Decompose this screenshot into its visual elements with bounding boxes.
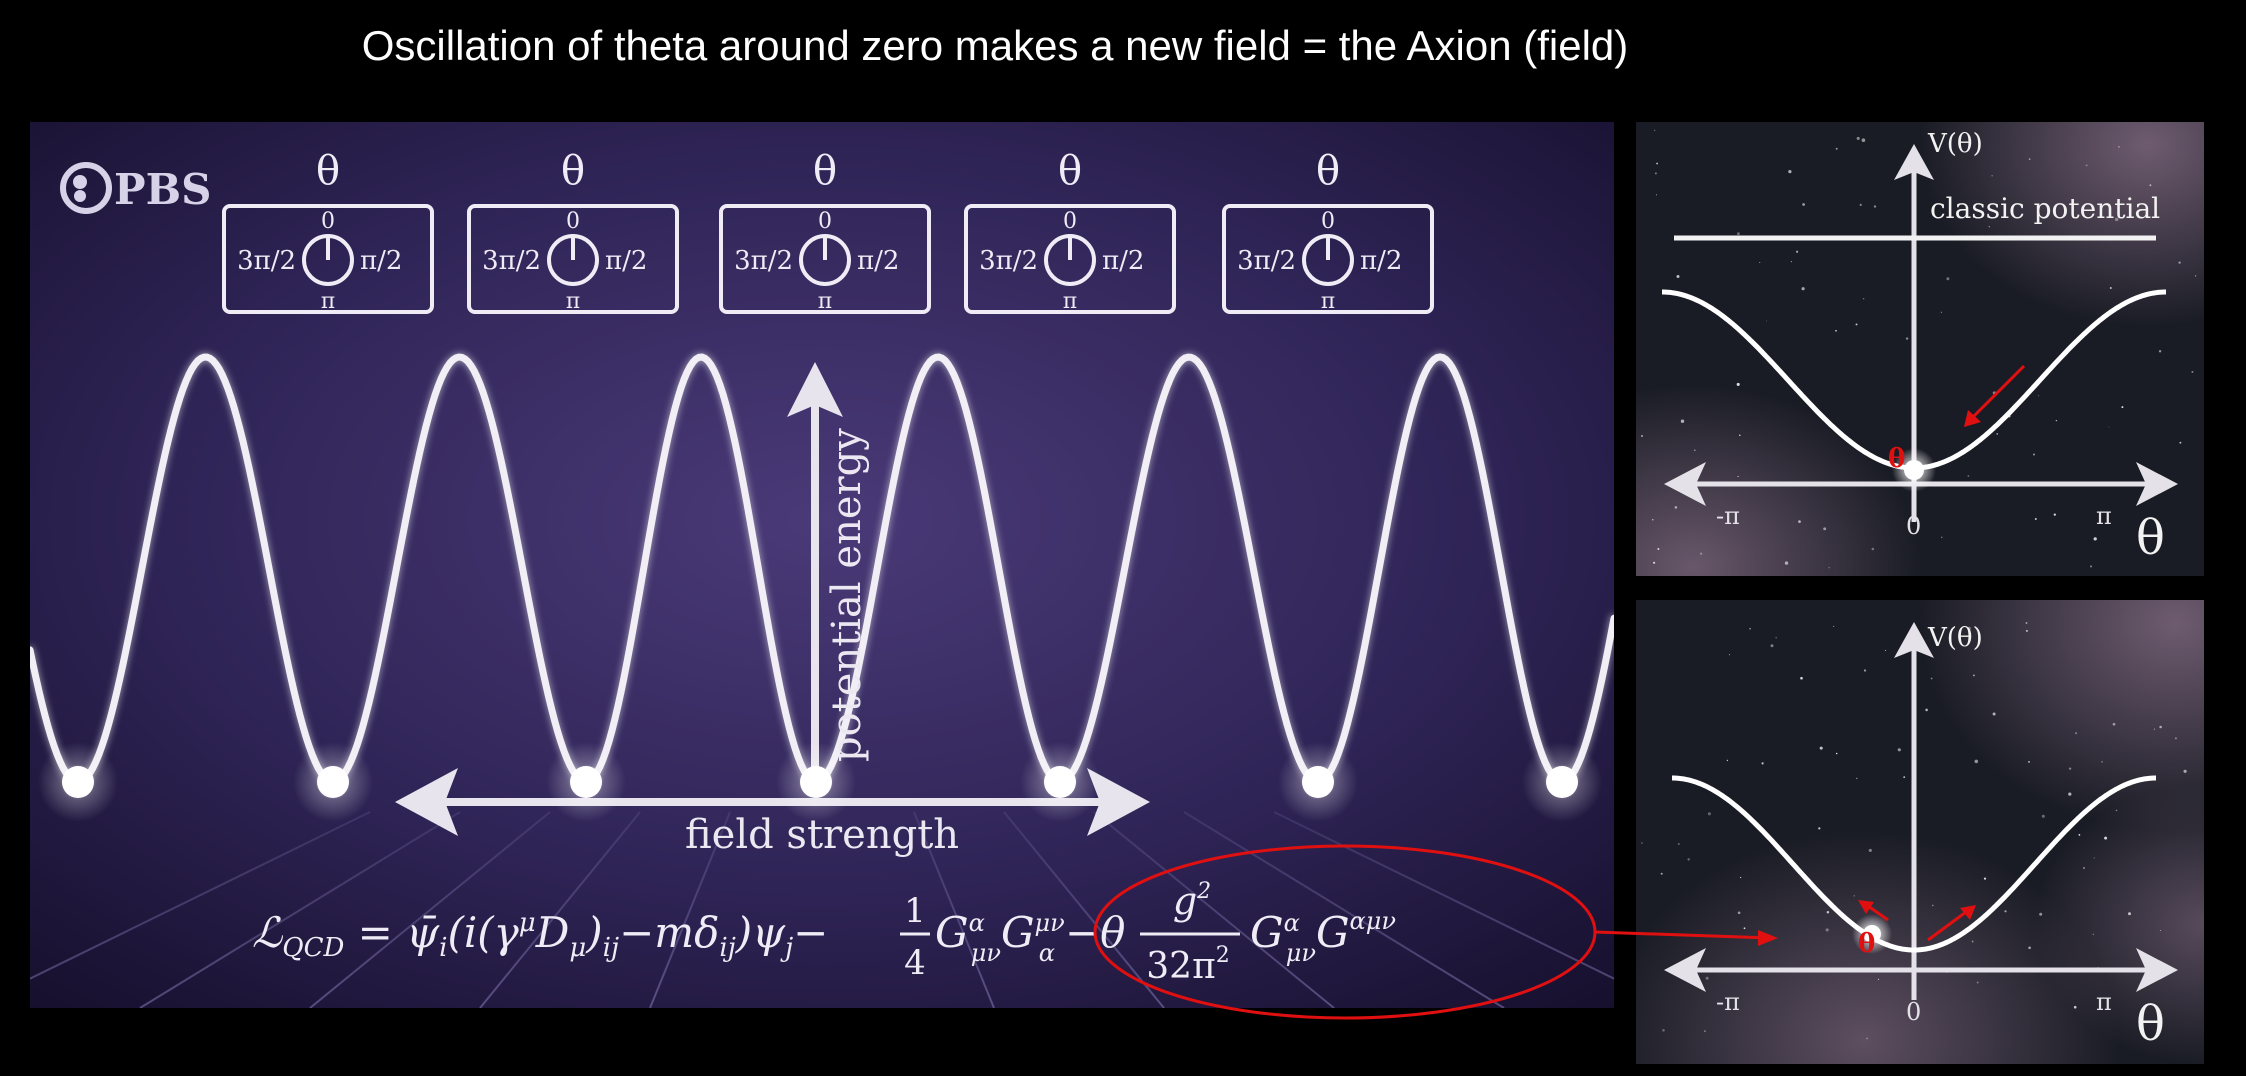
dial-label-right: π/2 bbox=[605, 246, 647, 276]
right-arrow-icon bbox=[2136, 948, 2178, 992]
svg-text:4: 4 bbox=[904, 943, 926, 983]
classic-potential-panel: V(θ) classic potential θ -π 0 π θ bbox=[1636, 122, 2204, 576]
field-balls bbox=[38, 742, 1602, 822]
tick-minus-pi: -π bbox=[1716, 988, 1740, 1016]
left-arrow-icon bbox=[395, 768, 458, 836]
shifted-potential-panel: V(θ) θ -π 0 π θ bbox=[1636, 600, 2204, 1064]
field-strength-axis bbox=[395, 768, 1150, 836]
red-arrow-right bbox=[1927, 910, 1967, 942]
field-ball bbox=[62, 766, 94, 798]
dial-icon bbox=[1302, 234, 1354, 286]
field-ball bbox=[1302, 766, 1334, 798]
potential-curve bbox=[1672, 775, 2156, 953]
red-arrow-left bbox=[1867, 904, 1889, 922]
dial-box bbox=[964, 204, 1176, 314]
field-ball bbox=[317, 766, 349, 798]
dial-label-right: π/2 bbox=[1102, 246, 1144, 276]
theta-dials: θ 0 3π/2 π/2 π θ 0 3π/2 π/2 π θ 0 3π/2 π/2 π θ 0 3π/2 π/2 π… bbox=[222, 148, 1434, 314]
dial-label-bottom: π bbox=[1321, 289, 1335, 314]
up-arrow-icon bbox=[1894, 144, 1934, 180]
dial-box bbox=[222, 204, 434, 314]
theta-axis-symbol: θ bbox=[2136, 510, 2165, 566]
field-ball bbox=[800, 766, 832, 798]
tick-zero: 0 bbox=[1906, 512, 1921, 540]
potential-energy-label: potential energy bbox=[824, 428, 870, 762]
field-ball bbox=[1546, 766, 1578, 798]
field-ball bbox=[570, 766, 602, 798]
theta-marker: θ bbox=[1858, 929, 1875, 959]
right-arrow-icon bbox=[2136, 462, 2178, 506]
dial-icon bbox=[302, 234, 354, 286]
dial-label-right: π/2 bbox=[360, 246, 402, 276]
dial-label-top: 0 bbox=[818, 209, 832, 234]
tick-minus-pi: -π bbox=[1716, 502, 1740, 530]
right-arrow-icon bbox=[1087, 768, 1150, 836]
theta-dial-3: θ 0 3π/2 π/2 π bbox=[719, 148, 931, 314]
dial-label-left: 3π/2 bbox=[237, 246, 296, 276]
dial-label-top: 0 bbox=[566, 209, 580, 234]
dial-icon bbox=[799, 234, 851, 286]
dial-label-top: 0 bbox=[321, 209, 335, 234]
theta-dial-1: θ 0 3π/2 π/2 π bbox=[222, 148, 434, 314]
theta-dial-4: θ 0 3π/2 π/2 π bbox=[964, 148, 1176, 314]
dial-label-bottom: π bbox=[566, 289, 580, 314]
left-arrow-icon bbox=[1664, 948, 1706, 992]
theta-dial-5: θ 0 3π/2 π/2 π bbox=[1222, 148, 1434, 314]
left-arrow-icon bbox=[1664, 462, 1706, 506]
fraction-one-quarter: 1 4 bbox=[900, 891, 930, 983]
dial-theta-symbol: θ bbox=[1316, 148, 1340, 194]
tick-pi: π bbox=[2096, 988, 2112, 1016]
v-theta-label: V(θ) bbox=[1927, 129, 1983, 159]
dial-label-left: 3π/2 bbox=[979, 246, 1038, 276]
dial-label-top: 0 bbox=[1321, 209, 1335, 234]
tick-pi: π bbox=[2096, 502, 2112, 530]
up-arrow-icon bbox=[1894, 622, 1934, 658]
classic-potential-label: classic potential bbox=[1930, 192, 2160, 225]
potential-energy-axis bbox=[787, 362, 843, 782]
svg-text:1: 1 bbox=[904, 891, 926, 931]
dial-label-right: π/2 bbox=[1360, 246, 1402, 276]
dial-label-right: π/2 bbox=[857, 246, 899, 276]
dial-theta-symbol: θ bbox=[813, 148, 837, 194]
qcd-lagrangian: ℒQCD = ψ̄i(i(γμDμ)ij−mδij)ψj− bbox=[252, 908, 828, 963]
star-field bbox=[1641, 129, 2197, 569]
up-arrow-icon bbox=[787, 362, 843, 417]
dial-label-bottom: π bbox=[1063, 289, 1077, 314]
dial-theta-symbol: θ bbox=[316, 148, 340, 194]
dial-theta-symbol: θ bbox=[1058, 148, 1082, 194]
pbs-logo: PBS bbox=[60, 162, 211, 214]
dial-box bbox=[719, 204, 931, 314]
dial-label-top: 0 bbox=[1063, 209, 1077, 234]
theta-axis-symbol: θ bbox=[2136, 996, 2165, 1052]
red-arrow bbox=[1970, 364, 2026, 420]
dial-label-bottom: π bbox=[818, 289, 832, 314]
dial-label-left: 3π/2 bbox=[734, 246, 793, 276]
theta-marker: θ bbox=[1888, 444, 1905, 474]
v-theta-label: V(θ) bbox=[1927, 623, 1983, 653]
dial-icon bbox=[1044, 234, 1096, 286]
slide-title: Oscillation of theta around zero makes a… bbox=[361, 22, 1629, 69]
dial-theta-symbol: θ bbox=[561, 148, 585, 194]
pbs-logo-text: PBS bbox=[114, 165, 211, 214]
tick-zero: 0 bbox=[1906, 998, 1921, 1026]
theta-dial-2: θ 0 3π/2 π/2 π bbox=[467, 148, 679, 314]
field-ball bbox=[1044, 766, 1076, 798]
dial-box bbox=[1222, 204, 1434, 314]
dial-label-bottom: π bbox=[321, 289, 335, 314]
dial-label-left: 3π/2 bbox=[482, 246, 541, 276]
main-video-frame: PBS θ 0 3π/2 π/2 π θ 0 3π/2 π/2 π θ 0 3π/2 π/2 π θ 0 3π/2… bbox=[30, 122, 1614, 1008]
dial-label-left: 3π/2 bbox=[1237, 246, 1296, 276]
dial-box bbox=[467, 204, 679, 314]
dial-icon bbox=[547, 234, 599, 286]
